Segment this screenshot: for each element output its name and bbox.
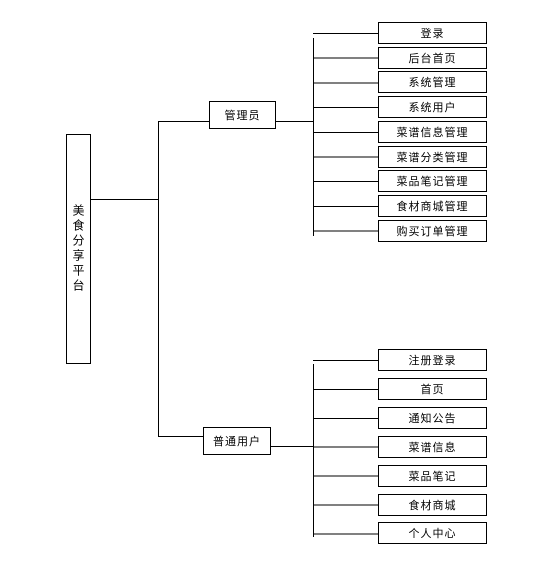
admin-item-label: 系统管理 xyxy=(408,76,457,90)
admin-item-label: 食材商城管理 xyxy=(396,199,469,213)
admin-item-2: 后台首页 xyxy=(378,46,487,69)
admin-item-label: 菜谱信息管理 xyxy=(396,125,469,139)
user-label: 普通用户 xyxy=(213,435,261,448)
admin-item-5: 菜谱信息管理 xyxy=(378,120,487,143)
admin-item-8: 食材商城管理 xyxy=(378,194,487,217)
user-item-label: 首页 xyxy=(420,382,445,396)
admin-item-6: 菜谱分类管理 xyxy=(378,145,487,168)
admin-item-7: 菜品笔记管理 xyxy=(378,170,487,193)
admin-item-label: 登录 xyxy=(420,27,445,40)
admin-item-label: 菜谱分类管理 xyxy=(396,150,469,164)
admin-item-label: 系统用户 xyxy=(408,101,457,115)
user-item-1: 注册登录 xyxy=(378,349,487,371)
root-node-food-sharing-platform: 美食分享平台 xyxy=(66,134,91,364)
user-item-2: 首页 xyxy=(378,377,487,400)
admin-item-label: 购买订单管理 xyxy=(396,224,469,238)
user-item-7: 个人中心 xyxy=(378,522,487,545)
user-item-label: 菜品笔记 xyxy=(408,469,457,483)
user-item-6: 食材商城 xyxy=(378,493,487,516)
user-item-label: 个人中心 xyxy=(408,527,457,541)
user-item-4: 菜谱信息 xyxy=(378,435,487,458)
user-item-3: 通知公告 xyxy=(378,406,487,429)
admin-item-1: 登录 xyxy=(378,22,487,44)
user-node: 普通用户 xyxy=(203,427,271,455)
root-label: 美食分享平台 xyxy=(71,204,85,294)
user-item-label: 通知公告 xyxy=(408,411,457,425)
admin-node: 管理员 xyxy=(209,101,276,129)
admin-label: 管理员 xyxy=(224,109,261,122)
admin-item-9: 购买订单管理 xyxy=(378,219,487,242)
admin-item-4: 系统用户 xyxy=(378,96,487,119)
admin-item-3: 系统管理 xyxy=(378,71,487,94)
user-item-label: 食材商城 xyxy=(408,498,457,512)
admin-item-label: 菜品笔记管理 xyxy=(396,175,469,189)
user-item-label: 菜谱信息 xyxy=(408,440,457,454)
user-item-label: 注册登录 xyxy=(408,354,457,367)
admin-item-label: 后台首页 xyxy=(408,51,457,65)
user-item-5: 菜品笔记 xyxy=(378,464,487,487)
